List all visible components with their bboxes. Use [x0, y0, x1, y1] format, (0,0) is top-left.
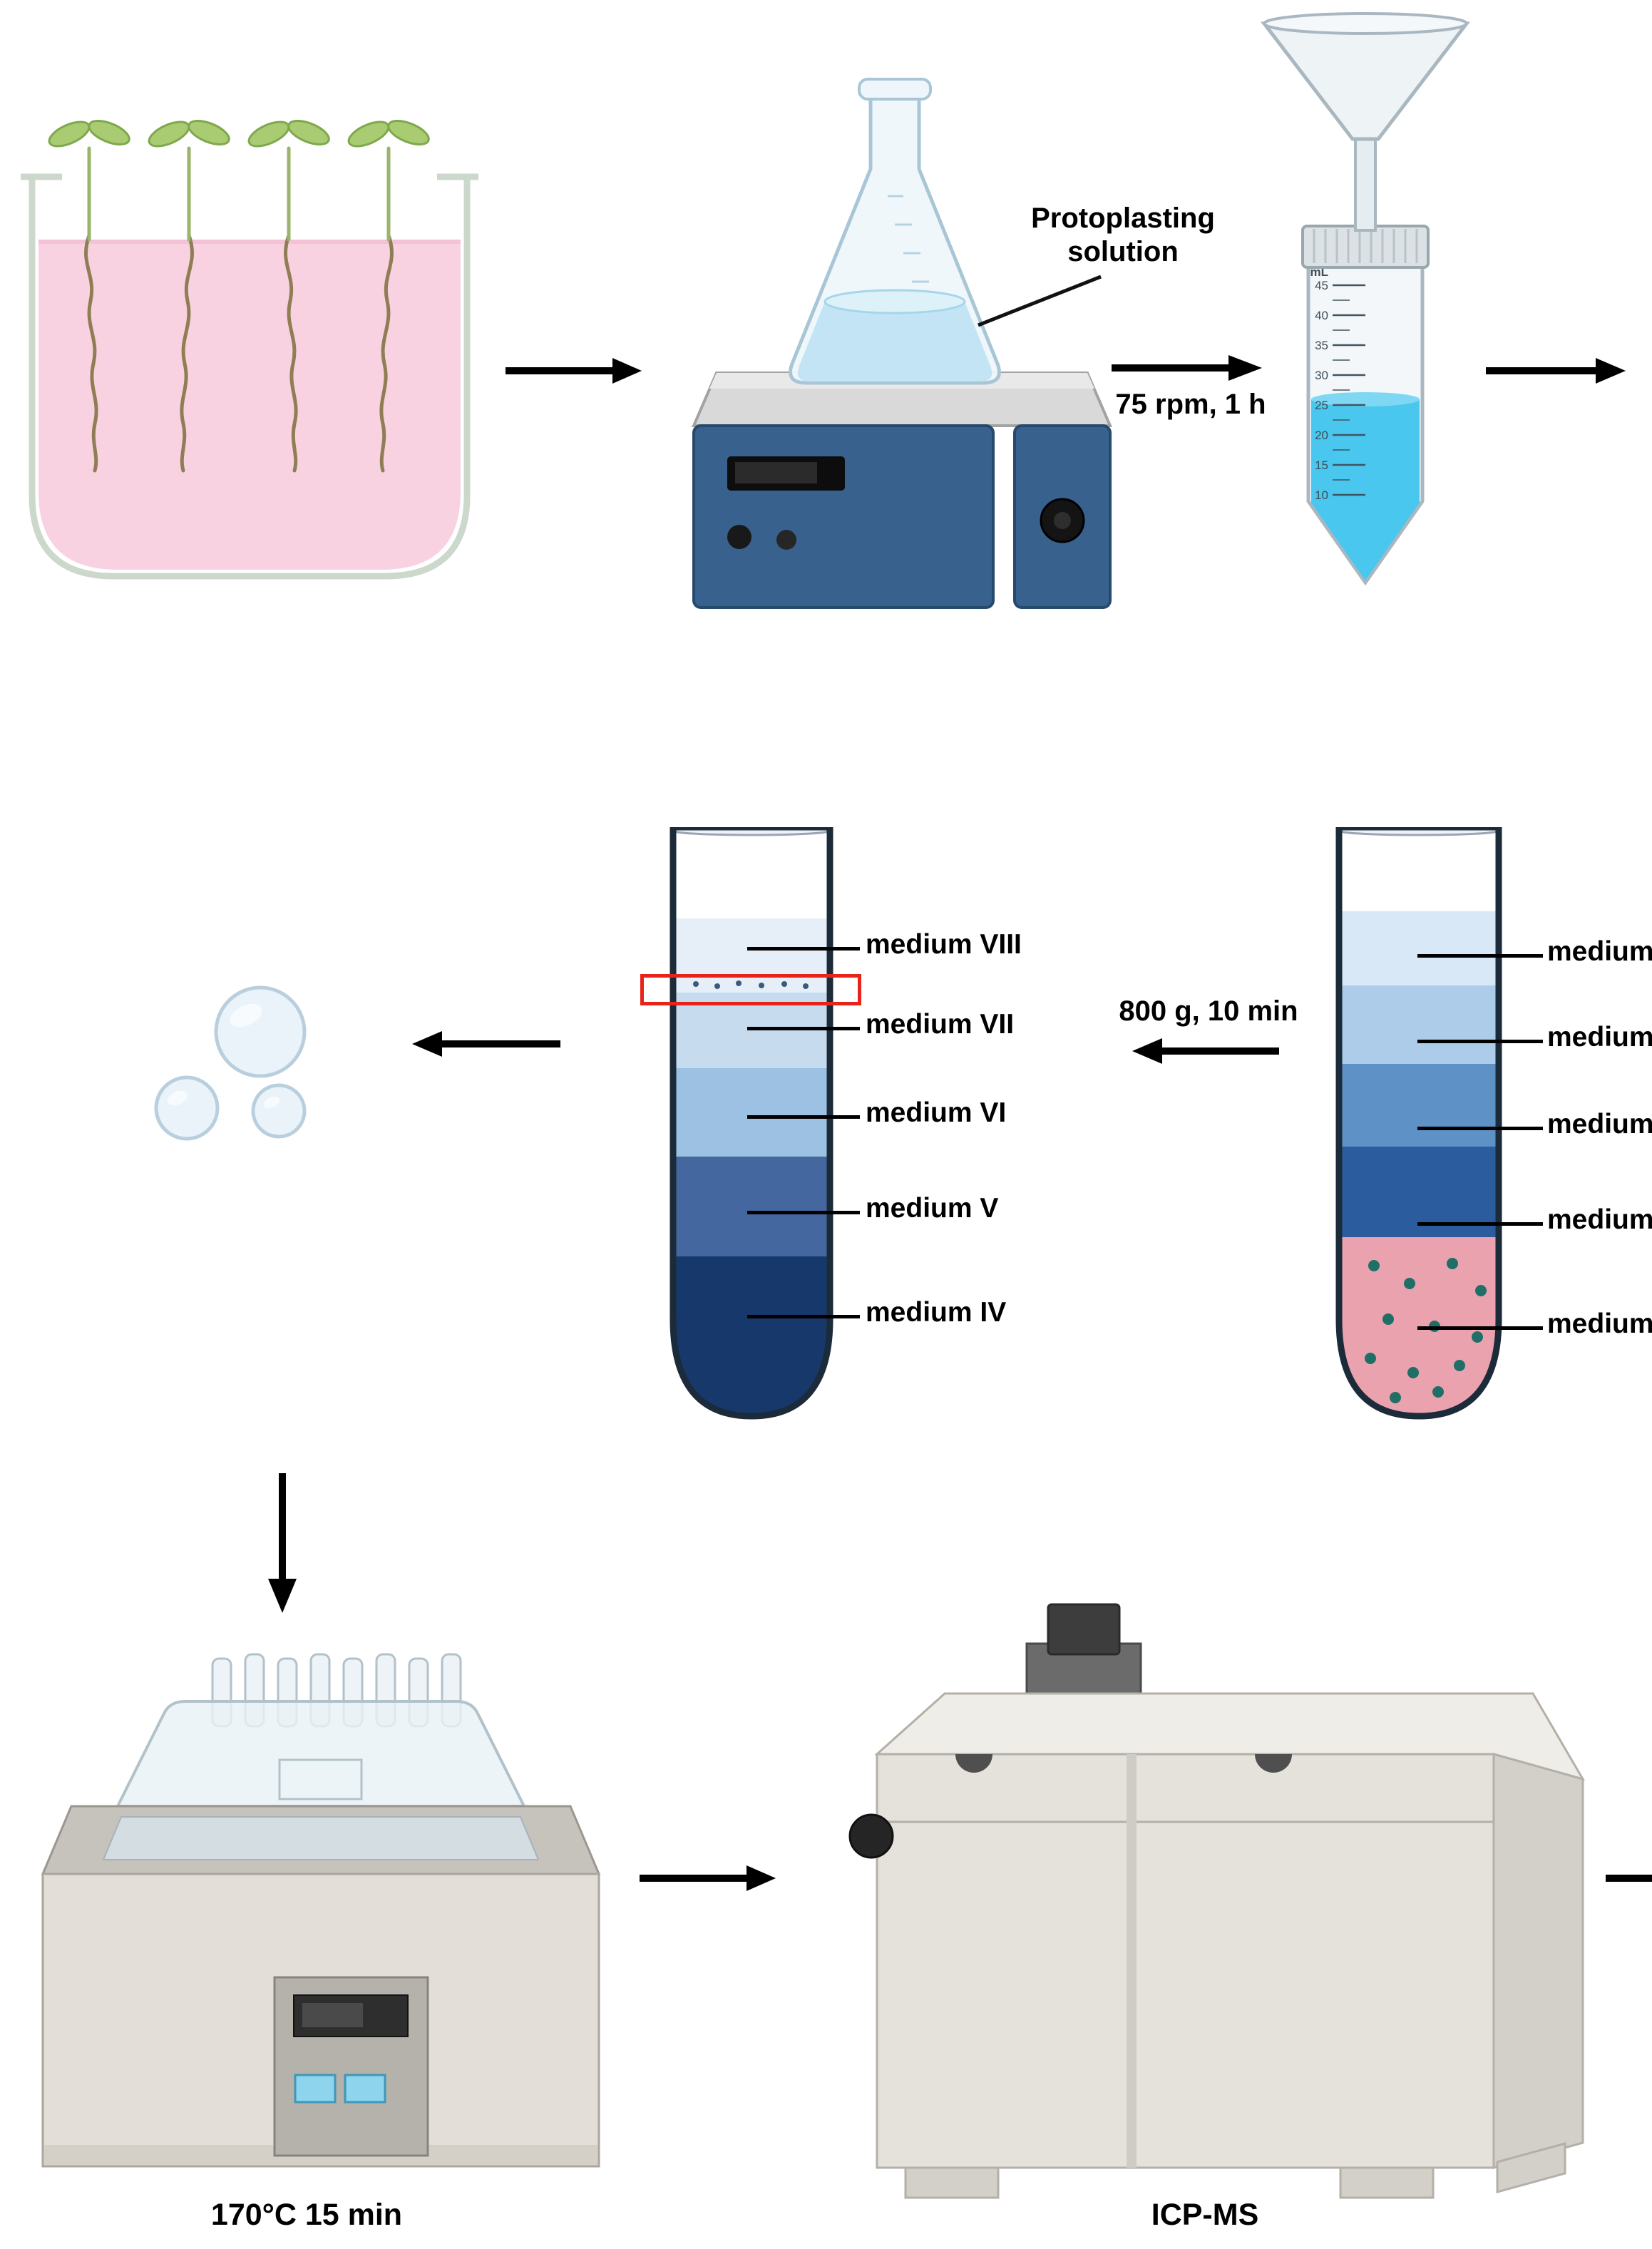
beaker-glass-outline: [21, 173, 478, 580]
isolated-protoplasts-illustration: [154, 985, 307, 1141]
medium-iv-band: [673, 1256, 830, 1416]
protoplasting-solution-liquid: [797, 289, 992, 381]
shaker-body: [692, 424, 1112, 609]
instrument-feet: [904, 2142, 1566, 2199]
left-tube-tick-1: [747, 947, 860, 951]
medium-vii-label: medium VII: [866, 1009, 1015, 1040]
protoplast-small: [251, 1083, 307, 1139]
arrow-right-4: [640, 1865, 776, 1891]
right-tube-tick-5: [1417, 1326, 1543, 1330]
medium-iv-label: medium IV: [866, 1297, 1007, 1328]
centrifuge-condition-label: 800 g, 10 min: [1119, 995, 1298, 1027]
svg-text:20: 20: [1315, 429, 1328, 442]
left-tube-tick-5: [747, 1315, 860, 1318]
density-band-2: [1339, 985, 1499, 1064]
flask-callout-label: Protoplasting solution: [987, 202, 1258, 269]
arrow-right-2: [1486, 358, 1626, 384]
instrument-side-knob: [848, 1813, 894, 1859]
flask-callout-leader-line: [978, 275, 1102, 327]
gradient-tube-left: [669, 827, 833, 1420]
shaker-knob-small-1: [727, 525, 751, 549]
bath-button-1: [294, 2074, 337, 2104]
instrument-label: ICP-MS: [1151, 2198, 1259, 2232]
svg-text:45: 45: [1315, 279, 1328, 292]
falcon-tube-cap: [1301, 225, 1430, 269]
pink-growth-medium: [39, 240, 461, 570]
arrow-left-to-protoplasts: [412, 1031, 560, 1057]
funnel: [1260, 12, 1471, 232]
falcon-tube-graduations: [1333, 284, 1365, 496]
tube-outline: [1335, 827, 1502, 1420]
left-tube-tick-2: [747, 1027, 860, 1030]
arrow-right-shake: [1112, 355, 1262, 381]
medium-viii-label: medium VIII: [866, 929, 1022, 960]
left-tube-tick-3: [747, 1115, 860, 1119]
protoplast-band-highlight-box: [640, 974, 861, 1005]
funnel-falcon-tube-illustration: mL 45 40 35 30 25 20 15 10: [1260, 12, 1471, 586]
tube-outline: [669, 827, 833, 1420]
cell-pellet-band: [1339, 1237, 1499, 1416]
instrument-front-face: [876, 1753, 1495, 2169]
falcon-tube-liquid: [1311, 392, 1420, 580]
density-band-3: [1339, 1064, 1499, 1147]
flask-callout-line1: Protoplasting: [1031, 203, 1215, 234]
seedling-beaker-illustration: [21, 120, 478, 580]
arrow-right-1: [506, 358, 642, 384]
instrument-latch-2: [1255, 1754, 1292, 1773]
erlenmeyer-flask: [789, 78, 1001, 385]
right-tube-tick-2: [1417, 1040, 1543, 1043]
falcon-tube: mL 45 40 35 30 25 20 15 10: [1301, 225, 1430, 586]
right-tube-tick-4: [1417, 1222, 1543, 1226]
right-tube-label-3: medium: [1547, 1109, 1652, 1139]
density-band-1: [1339, 911, 1499, 985]
medium-v-band: [673, 1157, 830, 1256]
instrument-latch-1: [955, 1754, 992, 1773]
flask-callout-line2: solution: [1067, 236, 1179, 267]
shake-condition-label: 75 rpm, 1 h: [1115, 389, 1266, 420]
medium-vi-label: medium VI: [866, 1097, 1007, 1128]
gradient-tube-right: [1335, 827, 1502, 1420]
instrument-right-face: [1492, 1753, 1584, 2169]
arrow-right-5: [1606, 1875, 1652, 1882]
seedling-roots: [84, 233, 394, 473]
icpms-instrument-illustration: [848, 1603, 1586, 2199]
right-tube-tick-3: [1417, 1127, 1543, 1130]
shaker-with-flask-illustration: [691, 78, 1113, 609]
right-tube-label-1: medium: [1547, 936, 1652, 967]
bath-rim: [41, 1805, 601, 1875]
flask-graduations: [888, 195, 929, 283]
seedlings: [48, 120, 430, 473]
seedling-stems: [87, 146, 391, 242]
right-tube-tick-1: [1417, 954, 1543, 958]
right-tube-label-4: medium: [1547, 1204, 1652, 1235]
digestion-condition-label: 170°C 15 min: [210, 2198, 403, 2232]
bath-button-2: [344, 2074, 386, 2104]
svg-text:15: 15: [1315, 458, 1328, 472]
left-tube-tick-4: [747, 1211, 860, 1214]
svg-text:10: 10: [1315, 488, 1328, 502]
svg-text:25: 25: [1315, 399, 1328, 412]
seedling-leaves: [48, 120, 430, 148]
medium-viii-band: [673, 918, 830, 993]
medium-v-label: medium V: [866, 1193, 999, 1224]
arrow-down: [268, 1473, 297, 1613]
density-band-4: [1339, 1147, 1499, 1237]
bath-control-panel: [273, 1976, 429, 2157]
protoplast-medium: [154, 1075, 220, 1141]
protoplast-large: [214, 985, 307, 1078]
medium-vi-band: [673, 1068, 830, 1157]
bath-lid: [115, 1700, 527, 1808]
right-tube-label-5: medium: [1547, 1308, 1652, 1339]
svg-text:35: 35: [1315, 339, 1328, 352]
arrow-left-centrifuge: [1132, 1038, 1279, 1064]
shaker-knob-small-2: [776, 530, 796, 550]
water-bath-illustration: [41, 1653, 601, 2168]
right-tube-label-2: medium: [1547, 1022, 1652, 1052]
protoplast-interface-dots: [693, 980, 809, 989]
svg-text:30: 30: [1315, 369, 1328, 382]
svg-text:40: 40: [1315, 309, 1328, 322]
